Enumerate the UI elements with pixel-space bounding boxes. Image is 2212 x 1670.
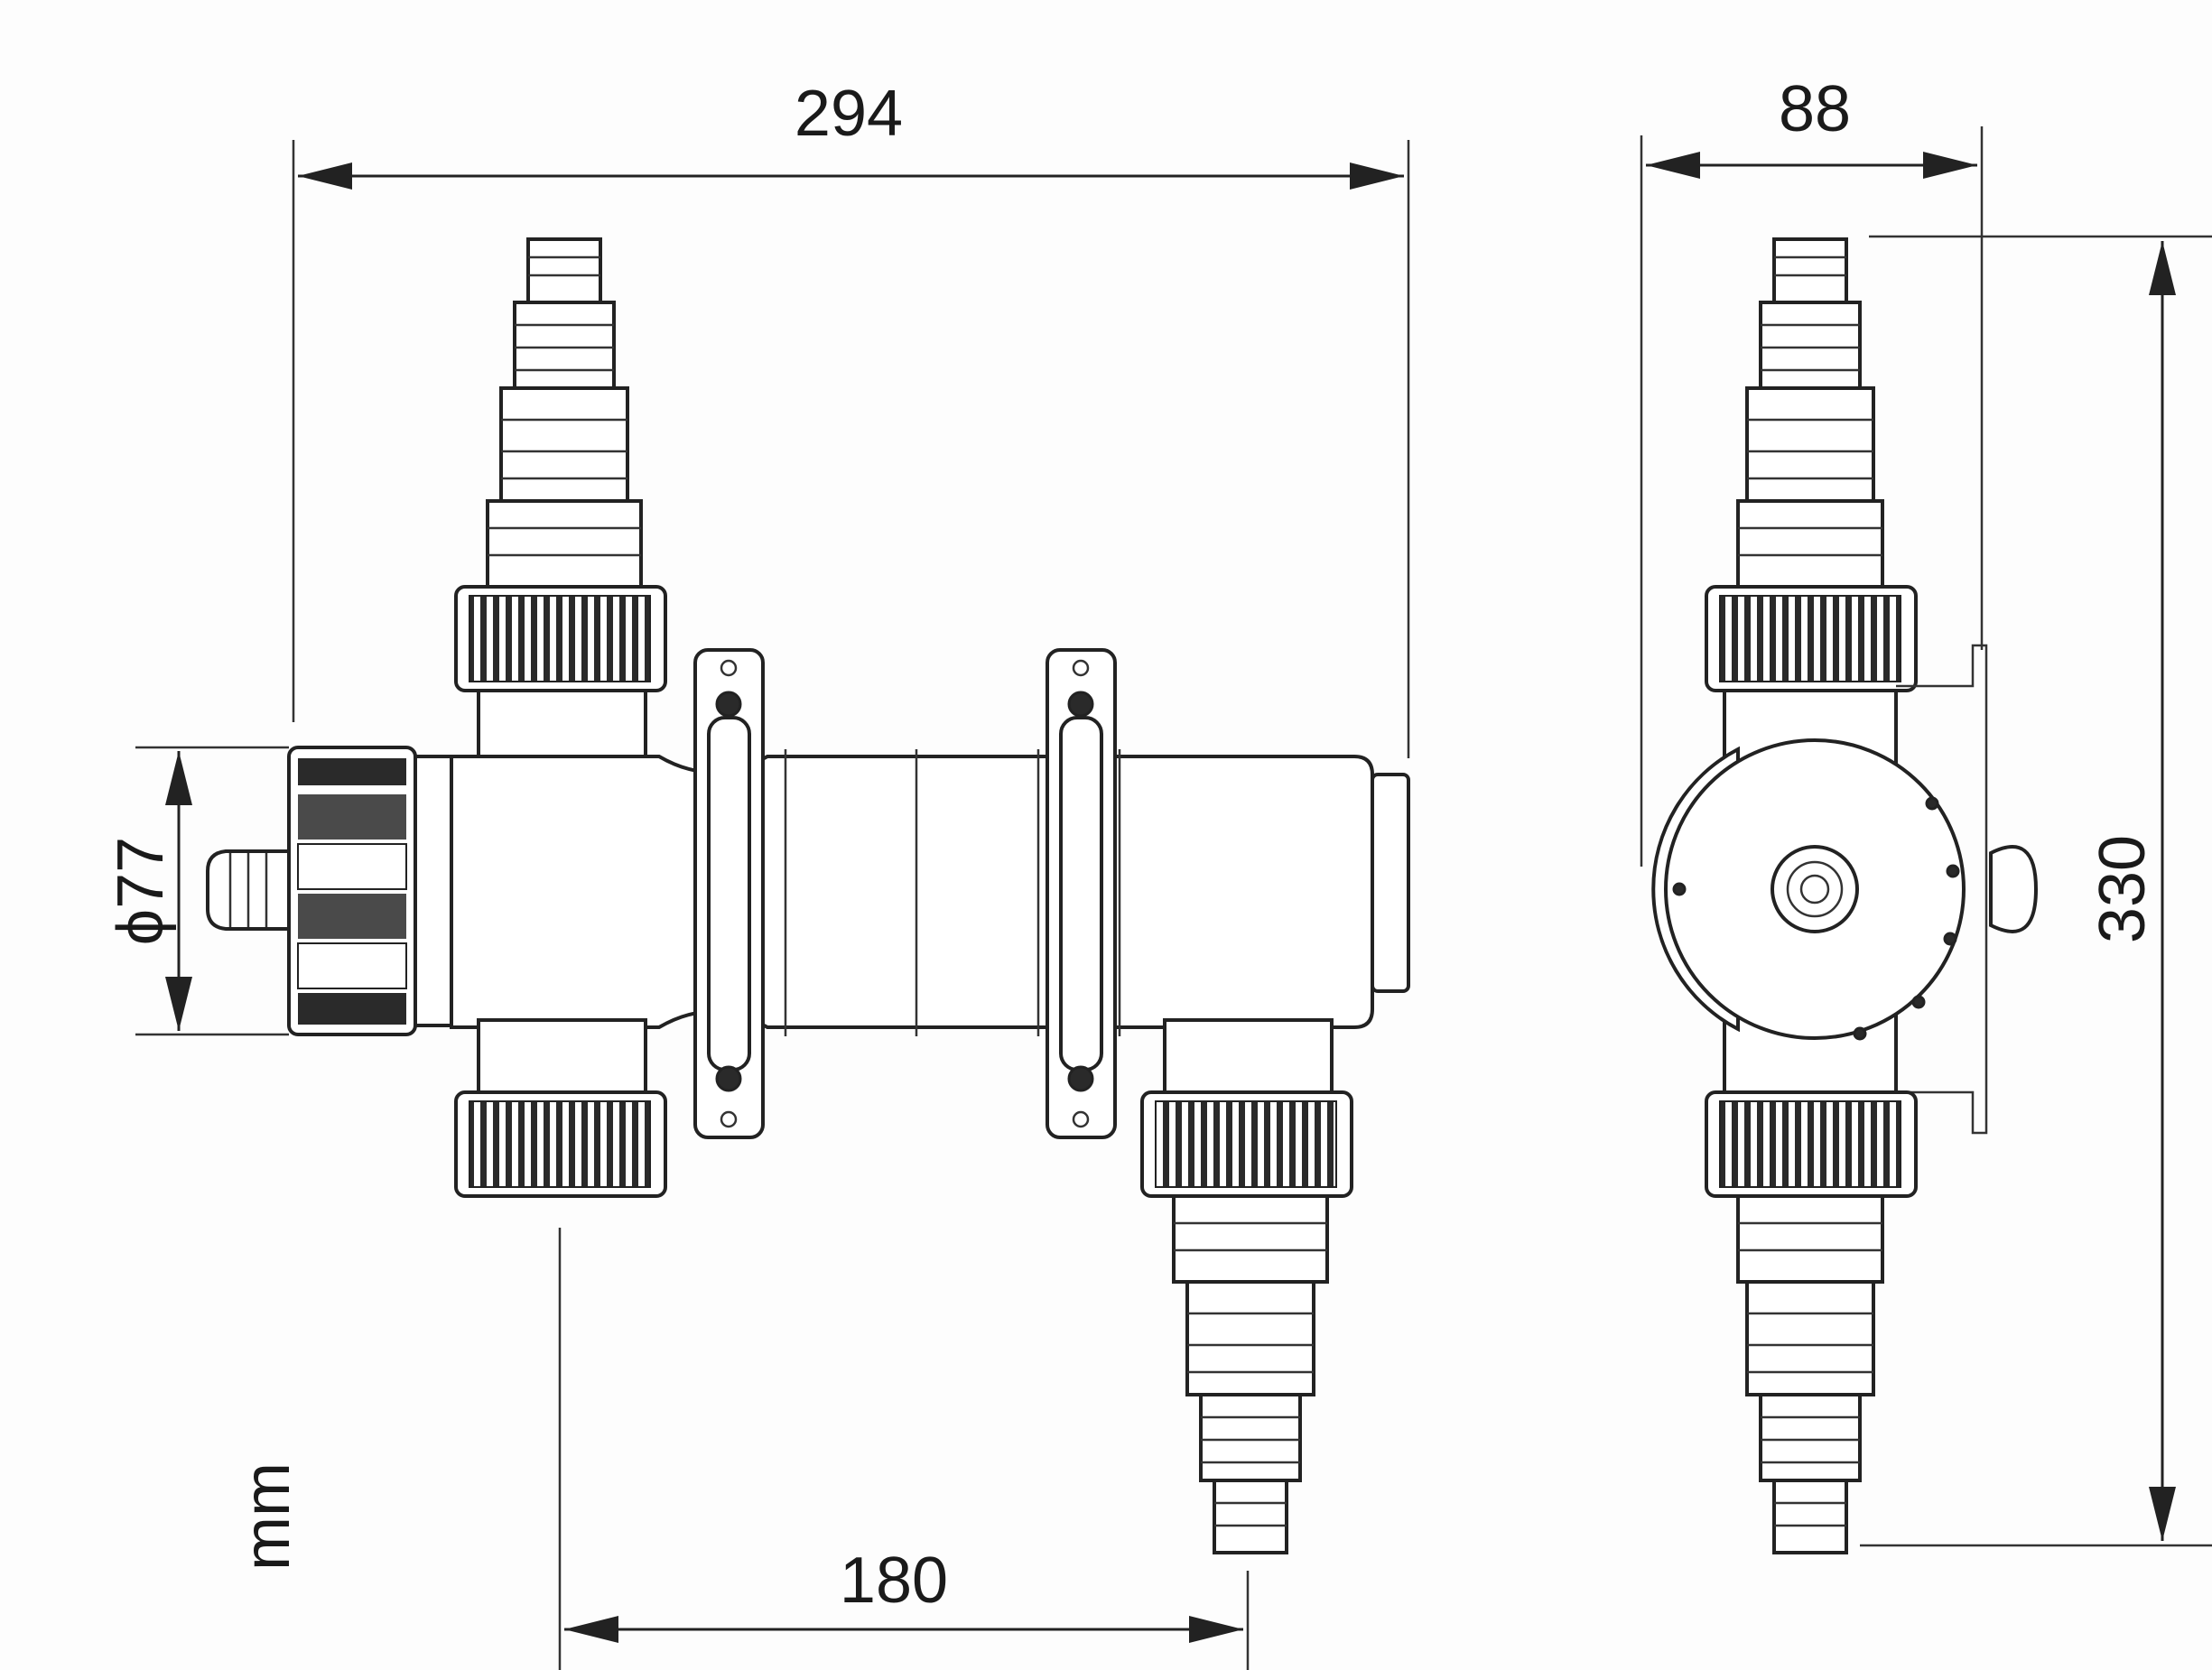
dimension-side-width: 88 [1640,73,1984,867]
dimension-diameter: ϕ77 [105,746,289,1036]
left-end-cap [206,746,453,1036]
mounting-clamp-right [1046,648,1117,1139]
unit-label: mm [231,1462,303,1571]
mounting-clamp-left [693,648,765,1139]
side-wall-bracket [1896,644,2039,1135]
side-view: 88 330 [1640,73,2212,1554]
dimension-label-180: 180 [840,1545,948,1617]
top-inlet-port [454,237,667,765]
dimension-label-88: 88 [1779,73,1851,145]
bottom-outlet-port [1140,1018,1353,1554]
bottom-left-port [454,1018,667,1198]
dimension-height: 330 [1860,235,2212,1547]
main-housing [450,749,1410,1036]
side-bottom-port [1705,1090,1918,1554]
dimension-label-294: 294 [795,78,903,150]
front-view: 294 ϕ77 180 mm [105,78,1410,1670]
side-end-disk [1651,738,1966,1041]
dimension-label-330: 330 [2087,835,2159,943]
dimension-label-phi77: ϕ77 [105,837,177,945]
dimension-port-spacing: 180 [558,1228,1250,1670]
dimension-overall-length: 294 [292,78,1410,758]
